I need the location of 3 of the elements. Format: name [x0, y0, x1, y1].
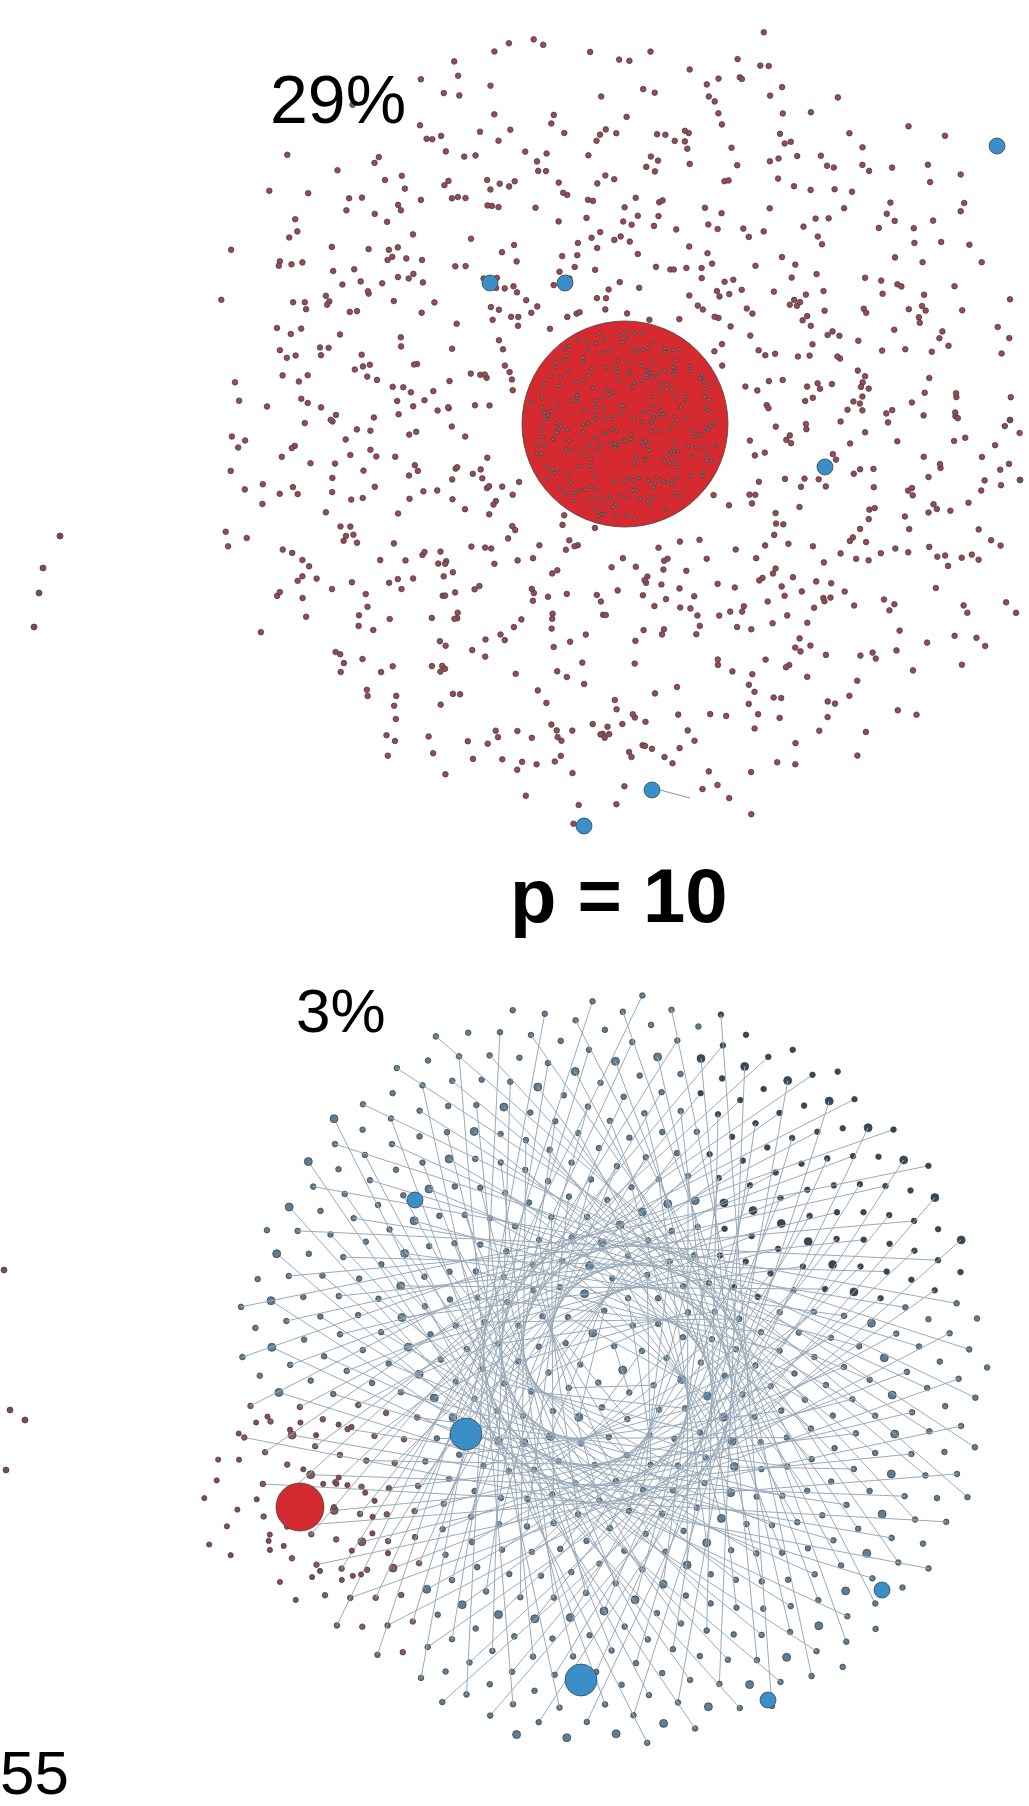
- percentage-label: 55: [0, 1742, 69, 1804]
- percentage-label: 29%: [270, 65, 407, 133]
- percentage-label: 3%: [296, 980, 386, 1042]
